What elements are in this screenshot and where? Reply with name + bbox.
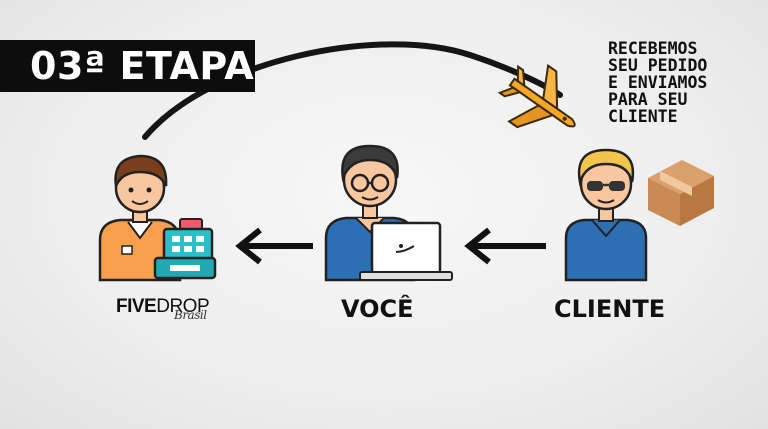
step-banner: 03ª ETAPA <box>0 40 255 92</box>
message-line: PARA SEU <box>608 90 688 109</box>
fivedrop-logo: FIVEDROP Brasil <box>116 296 210 322</box>
package-icon <box>648 160 714 226</box>
logo-word-drop: DROP <box>156 296 210 317</box>
message-line: E ENVIAMOS <box>608 73 708 92</box>
arrow-left-icon-1 <box>235 227 313 265</box>
message-line: RECEBEMOS <box>608 39 698 58</box>
shipping-message: RECEBEMOS SEU PEDIDO E ENVIAMOS PARA SEU… <box>608 40 758 125</box>
message-line: SEU PEDIDO <box>608 56 708 75</box>
label-voce: VOCÊ <box>341 295 414 323</box>
message-line: CLIENTE <box>608 107 678 126</box>
logo-script: Brasil <box>174 308 207 322</box>
client-person-icon <box>564 148 648 282</box>
airplane-icon <box>497 63 576 129</box>
label-cliente: CLIENTE <box>554 295 666 323</box>
laptop-icon <box>359 221 453 281</box>
cash-register-icon <box>153 218 217 280</box>
logo-word-five: FIVE <box>116 296 157 317</box>
step-title: 03ª ETAPA <box>30 44 255 88</box>
arrow-left-icon-2 <box>464 227 546 265</box>
